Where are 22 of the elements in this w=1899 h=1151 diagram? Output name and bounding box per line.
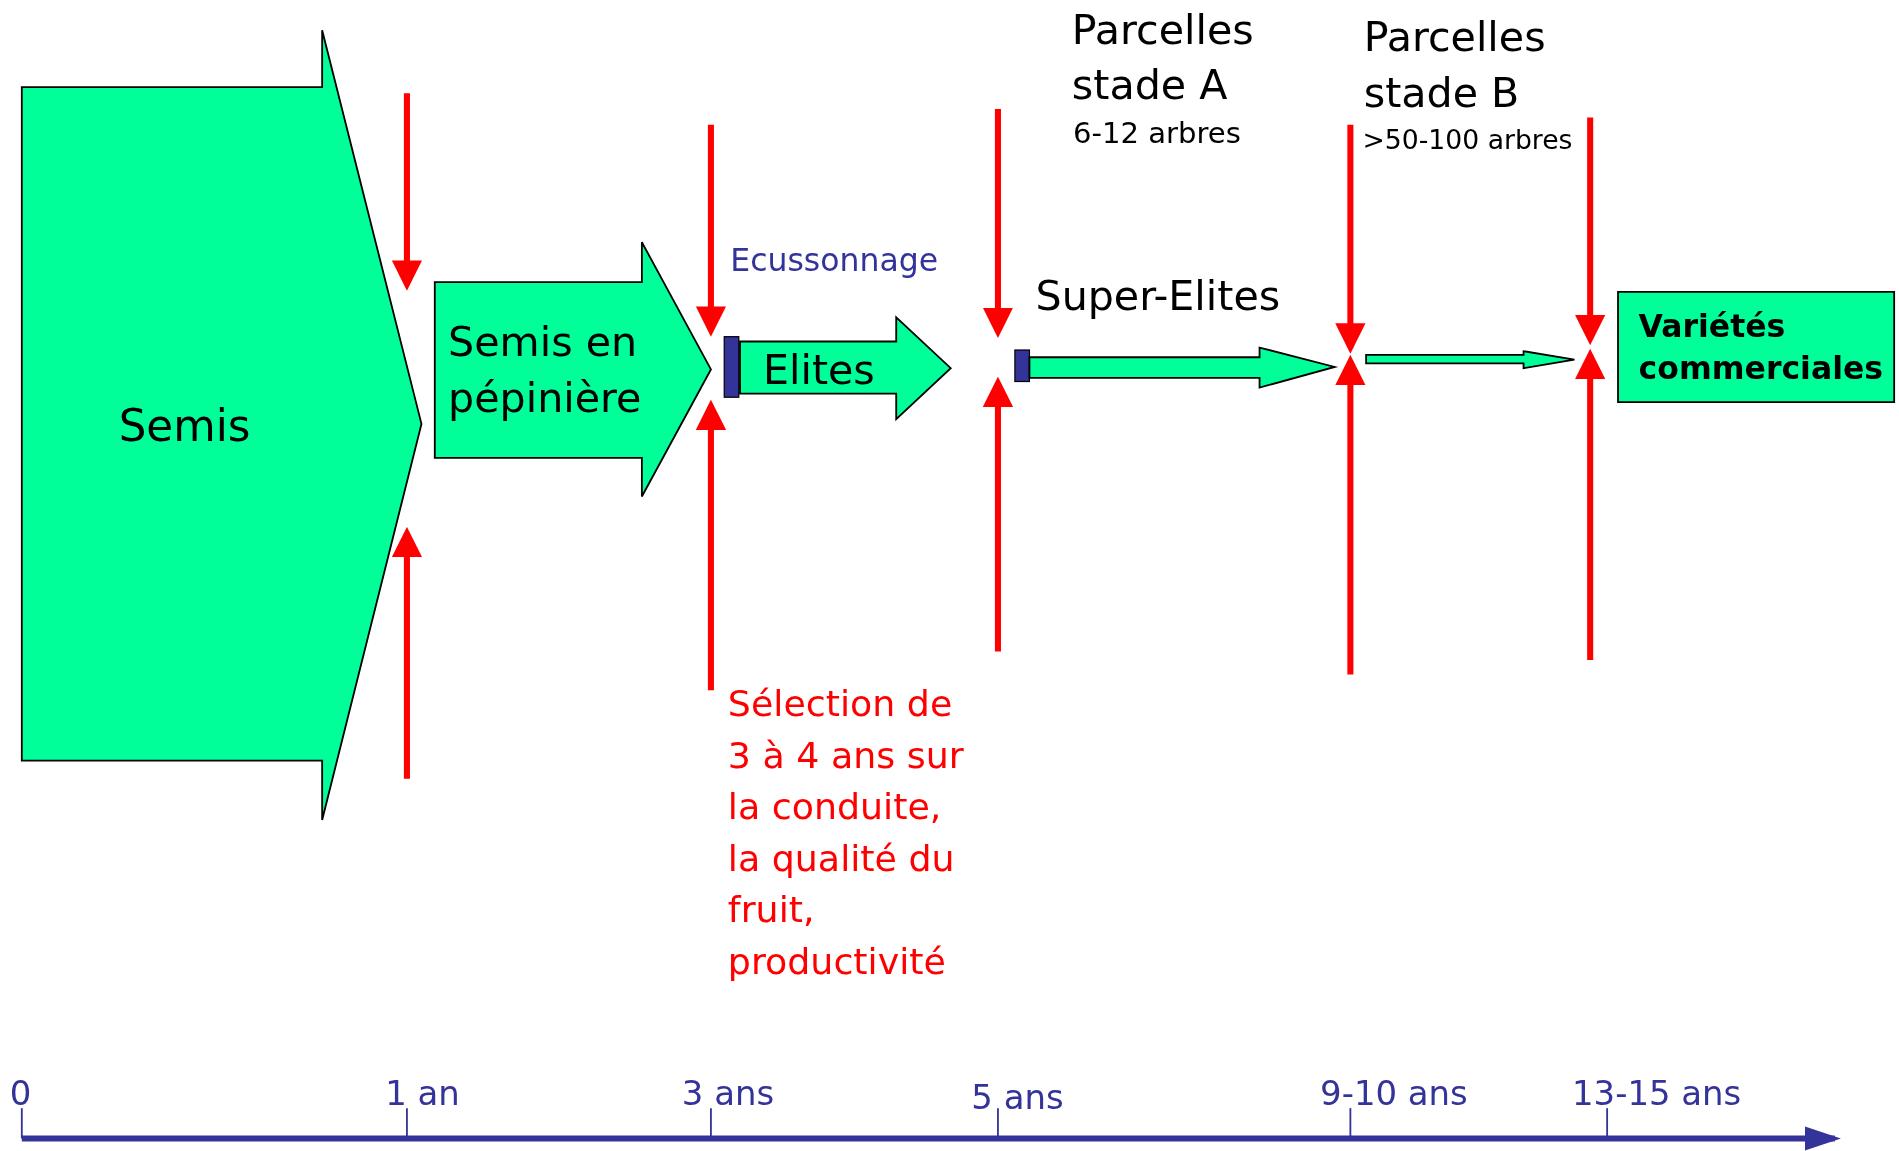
parcel-label: Parcelles stade B — [1363, 11, 1547, 119]
selection-note: Sélection de 3 à 4 ans sur la conduite, la qualité du fruit, productivité — [727, 680, 965, 985]
tick-label: 9-10 ans — [1320, 1072, 1468, 1115]
tree-count-label: 6-12 arbres — [1073, 115, 1241, 153]
stage-label: Semis — [118, 399, 252, 453]
tree-count-label: >50-100 arbres — [1362, 123, 1573, 157]
tick-label: 5 ans — [971, 1076, 1064, 1120]
stage-label: Variétés commerciales — [1638, 306, 1885, 389]
tick-label: 13-15 ans — [1572, 1072, 1742, 1115]
stage-label: Semis en pépinière — [448, 316, 643, 424]
tick-label: 0 — [9, 1072, 32, 1115]
grafting-label: Ecussonnage — [730, 241, 939, 281]
stage-block — [434, 242, 714, 499]
stage-label: Elites — [763, 344, 876, 396]
stage-block — [21, 30, 424, 823]
tick-label: 1 an — [385, 1072, 460, 1115]
tick-label: 3 ans — [681, 1072, 775, 1115]
variety-box — [1618, 291, 1896, 404]
parcel-label: Parcelles stade A — [1071, 3, 1255, 111]
stage-block — [1366, 350, 1576, 371]
stage-block — [740, 317, 952, 422]
stage-label: Super-Elites — [1035, 270, 1282, 322]
